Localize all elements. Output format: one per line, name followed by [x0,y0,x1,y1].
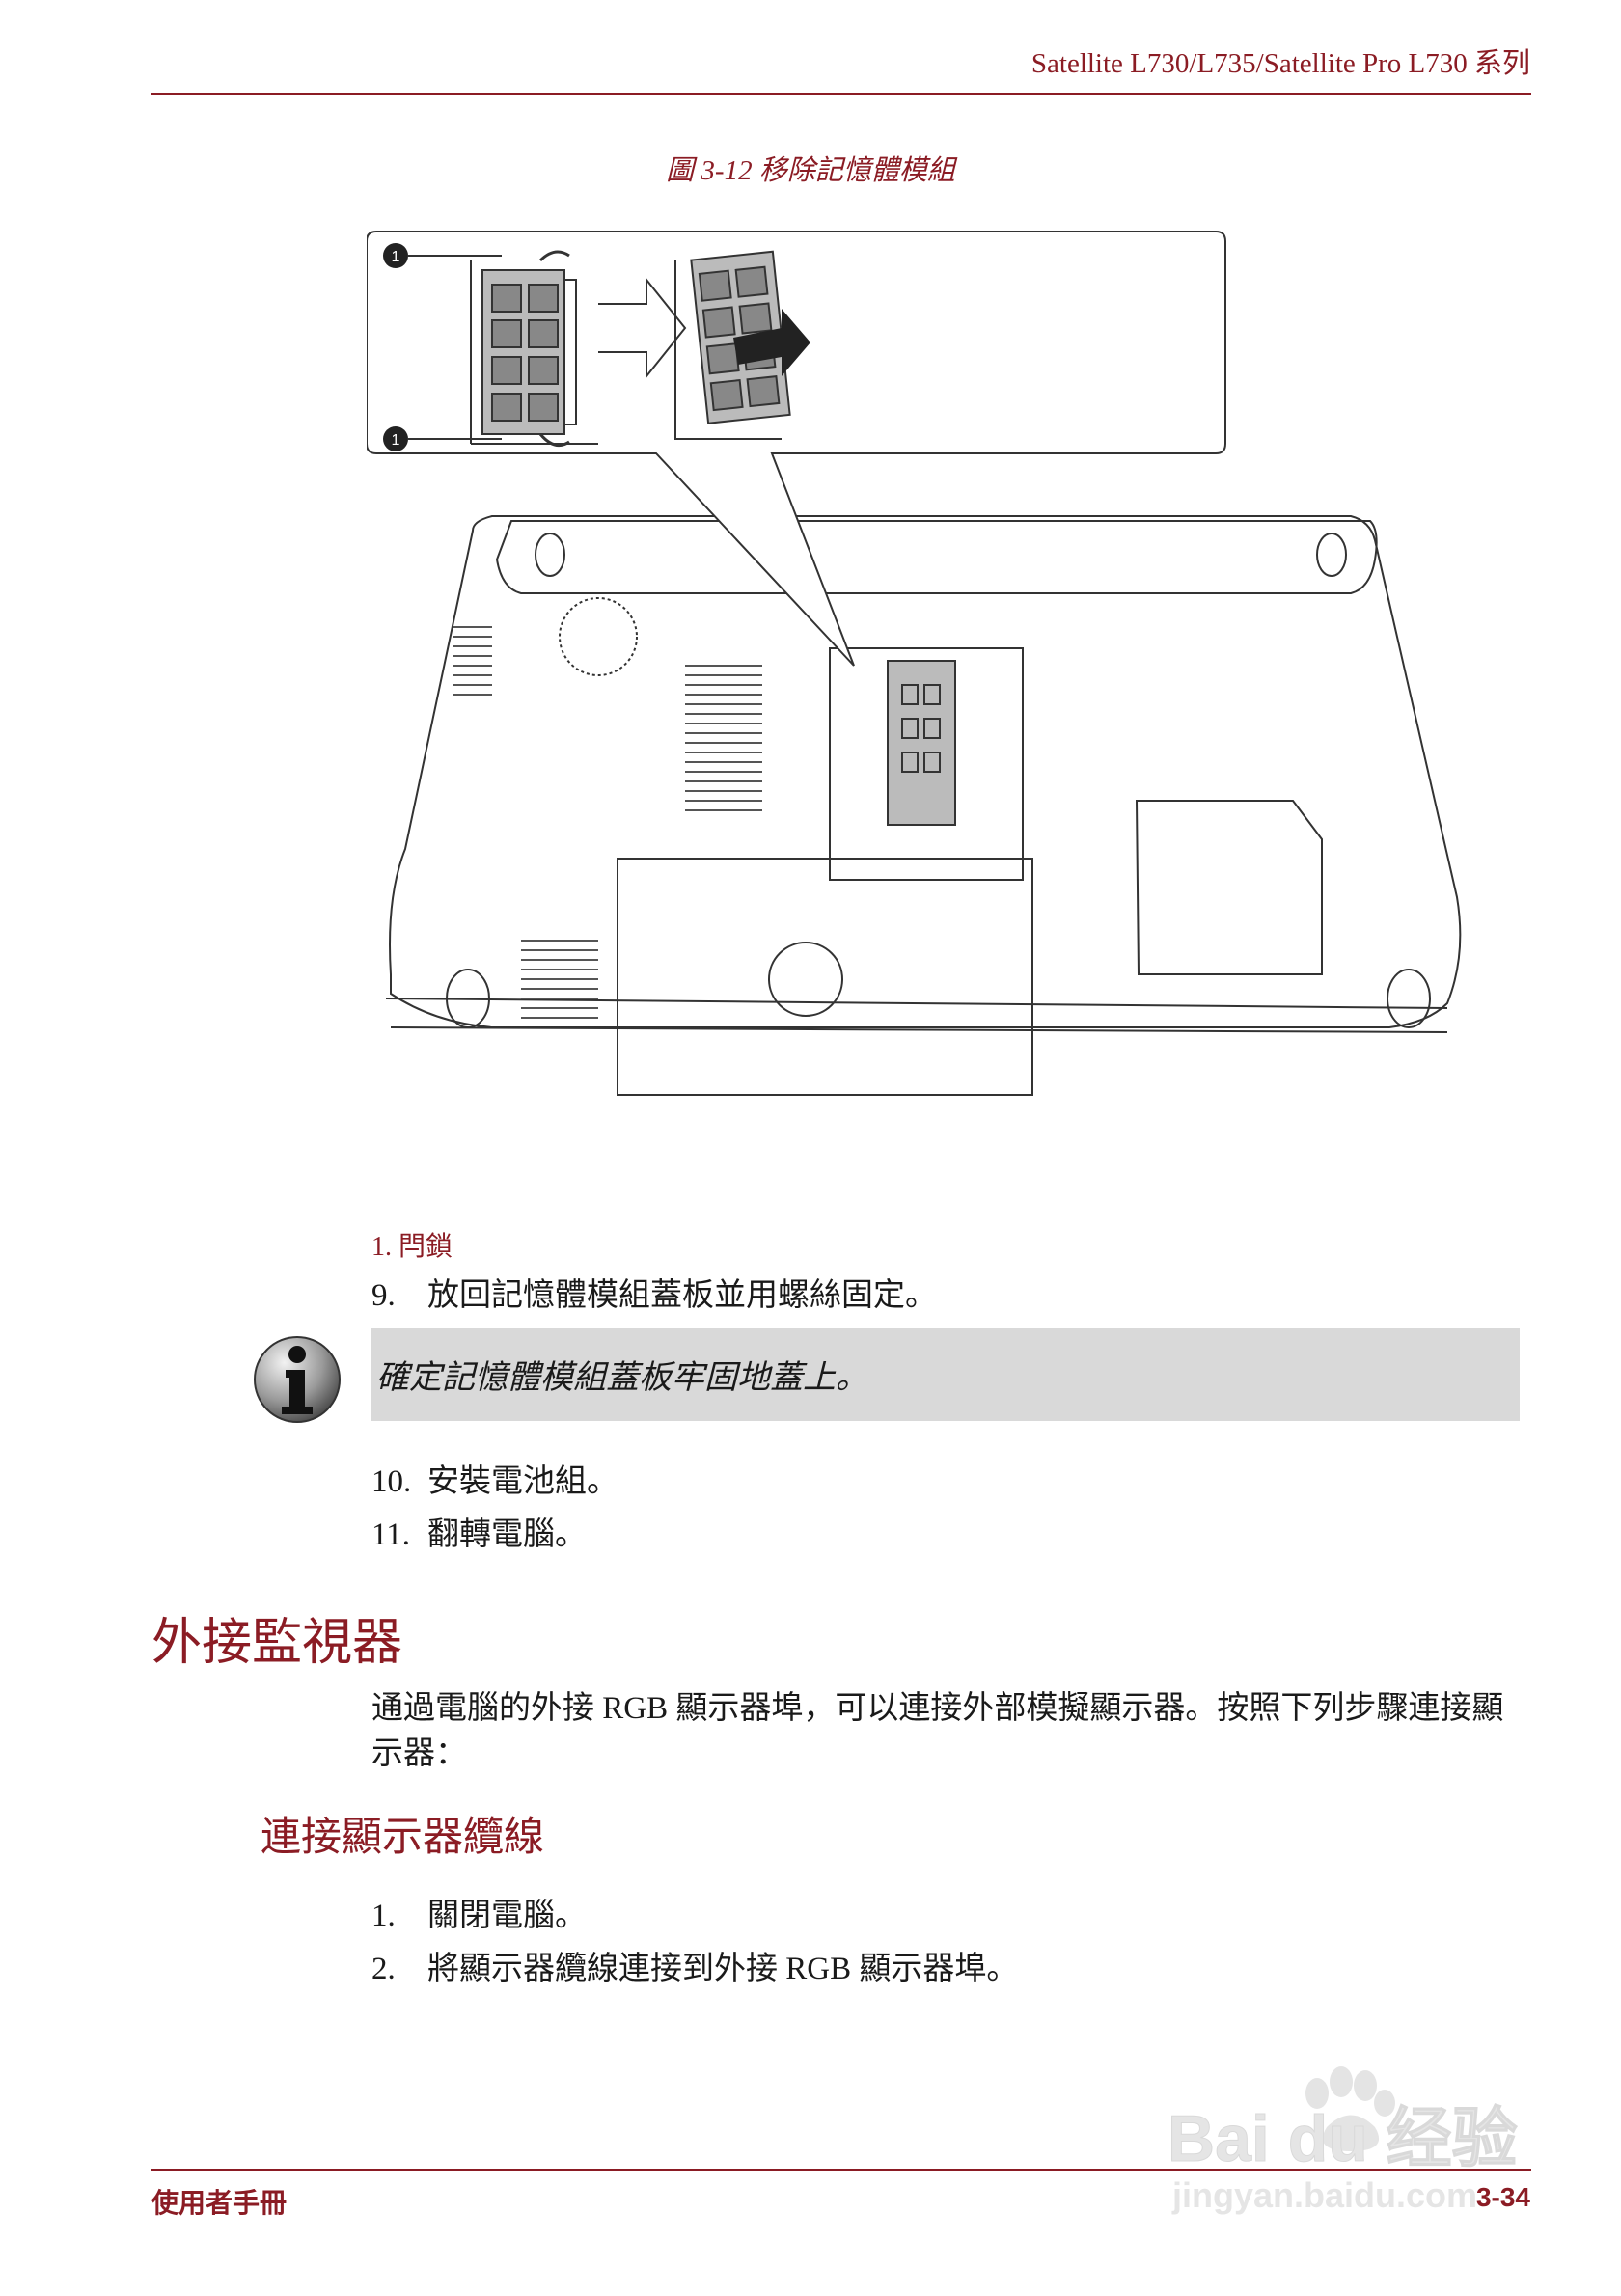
step-text: 安裝電池組。 [427,1464,618,1499]
watermark-url: jingyan.baidu.com [1171,2175,1477,2215]
step-text: 放回記憶體模組蓋板並用螺絲固定。 [427,1278,937,1313]
baidu-watermark: Bai du 经验 jingyan.baidu.com [1168,2066,1518,2215]
step-number: 9. [371,1278,396,1313]
subsection-heading: 連接顯示器纜線 [261,1816,545,1860]
step-11: 11. 翻轉電腦。 [371,1508,587,1554]
callout-marker-top-label: 1 [392,249,400,265]
step-number: 11. [371,1517,411,1552]
step-number: 1. [371,1899,396,1933]
note-box [371,1328,1520,1421]
memory-module-illustration: 1 1 [367,231,1462,1096]
note-text: 確定記憶體模組蓋板牢固地蓋上。 [376,1360,868,1396]
step-text: 關閉電腦。 [427,1899,587,1933]
info-icon [254,1336,341,1423]
step-text: 將顯示器纜線連接到外接 RGB 顯示器埠。 [427,1952,1019,1986]
step-number: 10. [371,1464,412,1499]
callout-marker-bottom: 1 [383,426,502,451]
step-10: 10. 安裝電池組。 [371,1455,618,1501]
step-number: 2. [371,1952,396,1986]
figure-callout-legend: 1. 閂鎖 [371,1232,453,1262]
section-heading: 外接監視器 [151,1616,403,1671]
section-intro: 通過電腦的外接 RGB 顯示器埠，可以連接外部模擬顯示器。按照下列步驟連接顯示器… [371,1691,1504,1771]
figure-caption: 圖 3-12 移除記憶體模組 [666,155,955,186]
connect-step-2: 2. 將顯示器纜線連接到外接 RGB 顯示器埠。 [371,1942,1018,1988]
footer-manual-title: 使用者手冊 [151,2188,288,2218]
watermark-brand: Bai du 经验 [1168,2102,1518,2175]
step-text: 翻轉電腦。 [427,1517,587,1552]
callout-marker-top: 1 [383,243,502,268]
header-rule [151,93,1531,95]
callout-marker-bottom-label: 1 [392,432,400,449]
step-9: 9. 放回記憶體模組蓋板並用螺絲固定。 [371,1269,937,1315]
footer-page-number: 3-34 [1475,2182,1530,2212]
page-header-title: Satellite L730/L735/Satellite Pro L730 系… [1030,48,1530,79]
footer-rule [151,2169,1531,2171]
connect-step-1: 1. 關閉電腦。 [371,1889,587,1935]
